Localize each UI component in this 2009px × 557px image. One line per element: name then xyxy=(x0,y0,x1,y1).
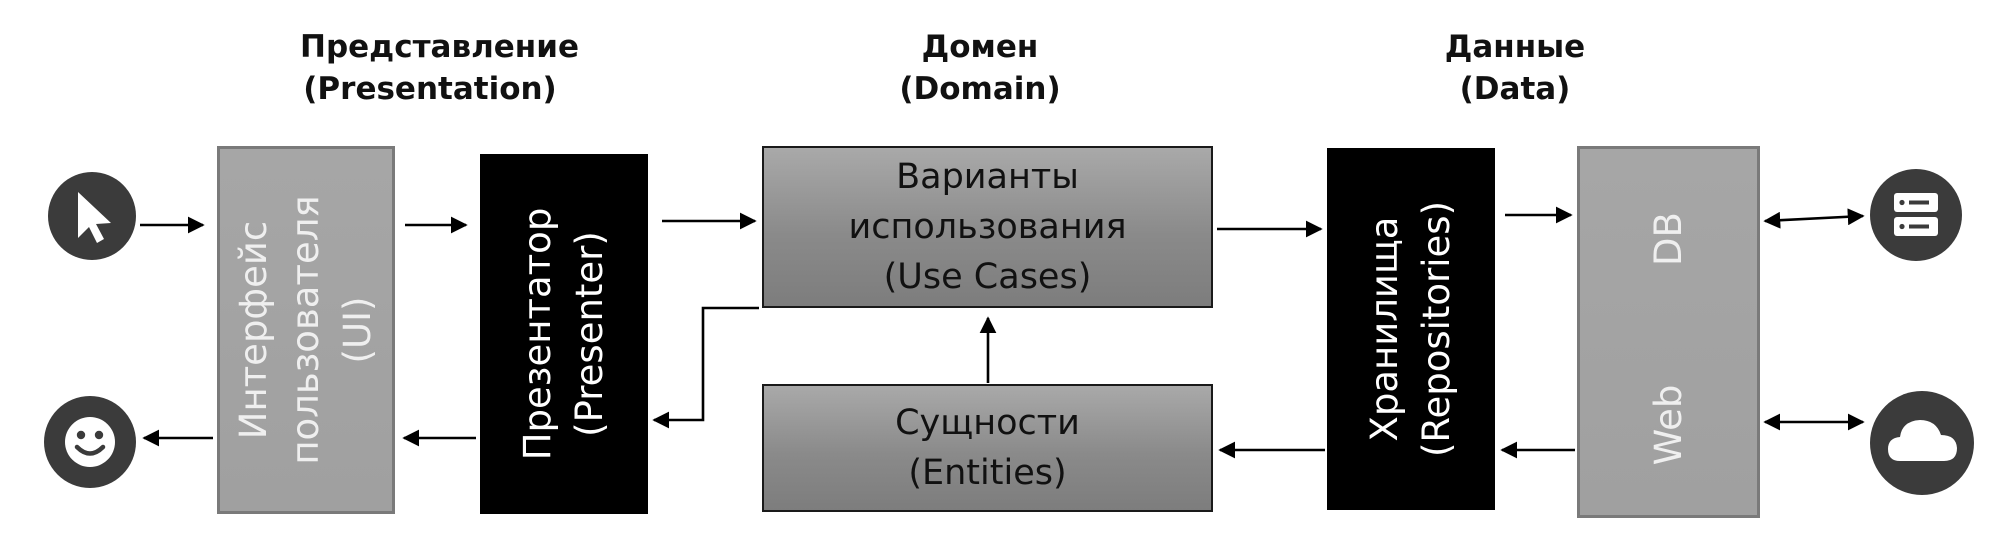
server-icon-glyph xyxy=(1894,193,1938,236)
layer-title-domain-line1: Домен xyxy=(921,29,1039,65)
repositories-box: Хранилища (Repositories) xyxy=(1327,148,1495,510)
smiley-icon-glyph xyxy=(65,417,115,467)
entities-box: Сущности (Entities) xyxy=(762,384,1213,512)
data-sources-box: DB Web xyxy=(1577,146,1760,518)
entities-box-line1: Сущности xyxy=(895,403,1080,443)
use-cases-box: Варианты использования (Use Cases) xyxy=(762,146,1213,308)
use-cases-box-line1: Варианты xyxy=(896,157,1079,197)
layer-title-data-line2: (Data) xyxy=(1459,71,1571,107)
use-cases-box-line3: (Use Cases) xyxy=(883,257,1092,297)
layer-title-data: Данные (Data) xyxy=(1405,26,1625,110)
layer-title-domain-line2: (Domain) xyxy=(899,71,1061,107)
entities-box-line2: (Entities) xyxy=(908,453,1067,493)
arrow-use-cases-to-presenter xyxy=(652,306,759,429)
ui-box: Интерфейс пользователя (UI) xyxy=(217,146,395,514)
layer-title-presentation-line1: Представление xyxy=(300,29,579,65)
cloud-icon-glyph xyxy=(1888,420,1957,461)
cursor-icon xyxy=(48,172,136,260)
layer-title-data-line1: Данные xyxy=(1444,29,1586,65)
layer-title-presentation: Представление (Presentation) xyxy=(300,26,579,110)
server-icon xyxy=(1870,169,1962,261)
presenter-box: Презентатор (Presenter) xyxy=(480,154,648,514)
smiley-icon xyxy=(44,396,136,488)
arrow-db-bidirectional xyxy=(1763,208,1865,229)
cloud-icon xyxy=(1870,391,1974,495)
layer-title-domain: Домен (Domain) xyxy=(860,26,1100,110)
layer-title-presentation-line2: (Presentation) xyxy=(303,71,557,107)
cursor-icon-glyph xyxy=(78,192,111,243)
use-cases-box-line2: использования xyxy=(848,207,1127,247)
